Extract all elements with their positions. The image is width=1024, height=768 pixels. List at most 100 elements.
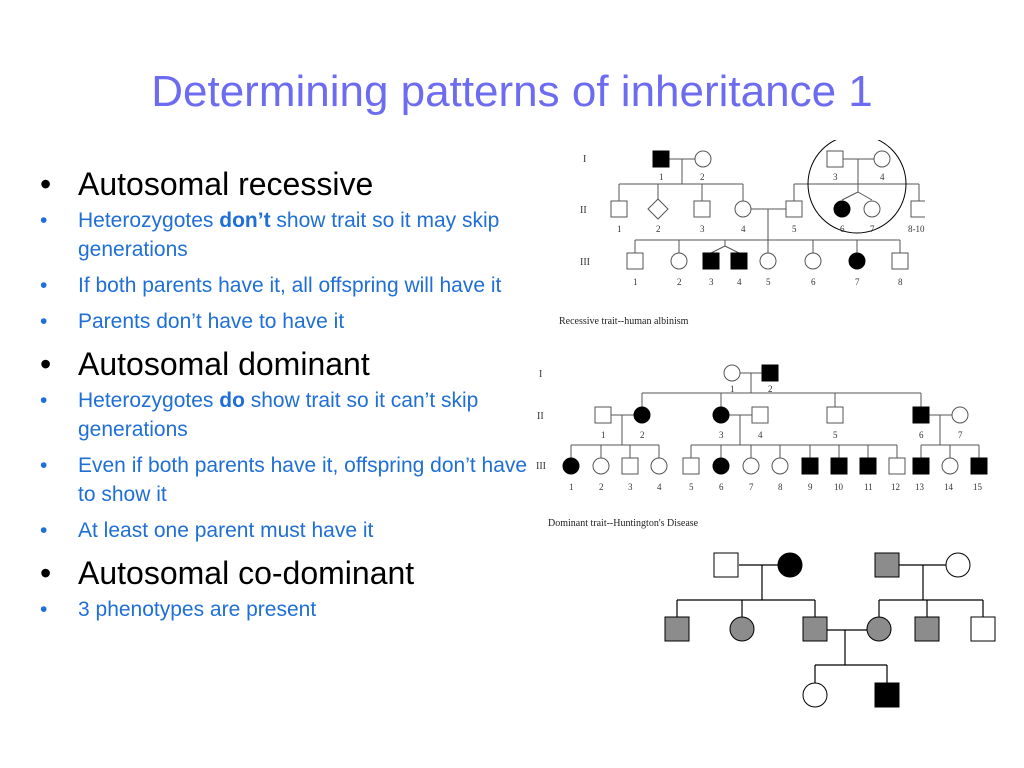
ped1-gen3-male-affected xyxy=(730,252,748,270)
ped2-gen3-female-affected xyxy=(562,457,580,475)
ped2-gen3-female-affected xyxy=(712,457,730,475)
ped1-gen-label-i: I xyxy=(583,154,586,165)
ped1-num: 2 xyxy=(656,224,661,234)
ped1-gen2-male xyxy=(910,200,925,218)
ped1-gen1-female xyxy=(694,150,712,168)
ped2-gen2-male xyxy=(826,406,844,424)
ped1-gen1-male-affected xyxy=(652,150,670,168)
codom-gen3-male-black xyxy=(874,682,900,708)
ped1-num: 6 xyxy=(811,277,816,287)
ped2-num: 11 xyxy=(864,482,873,492)
ped1-num: 7 xyxy=(855,277,860,287)
ped2-num: 8 xyxy=(778,482,783,492)
dominant-pedigree: I II III 1 2 1 2 3 4 5 6 7 1 2 3 4 5 6 7… xyxy=(536,364,988,492)
sub-bullet-dominant-1: Heterozygotes do show trait so it can’t … xyxy=(40,386,540,444)
ped1-num: 1 xyxy=(617,224,622,234)
ped1-num: 8-10 xyxy=(908,224,925,234)
ped2-gen3-male-affected xyxy=(912,457,930,475)
ped2-gen3-male xyxy=(621,457,639,475)
ped1-num: 1 xyxy=(633,277,638,287)
ped1-num: 3 xyxy=(833,172,838,182)
ped1-gen2-male xyxy=(785,200,803,218)
ped2-num: 2 xyxy=(640,430,645,440)
ped1-num: 2 xyxy=(677,277,682,287)
slide-title: Determining patterns of inheritance 1 xyxy=(151,67,873,116)
ped2-num: 5 xyxy=(833,430,838,440)
bullet-autosomal-codominant: Autosomal co-dominant xyxy=(40,555,540,591)
ped1-gen2-female xyxy=(734,200,752,218)
bullet-autosomal-dominant: Autosomal dominant xyxy=(40,346,540,382)
ped2-num: 6 xyxy=(719,482,724,492)
ped1-gen3-male xyxy=(891,252,909,270)
ped1-gen3-female xyxy=(804,252,822,270)
ped2-num: 1 xyxy=(601,430,606,440)
ped1-gen3-female xyxy=(670,252,688,270)
ped2-gen3-male-affected xyxy=(830,457,848,475)
ped2-gen2-female-affected xyxy=(712,406,730,424)
ped2-gen3-male-affected xyxy=(970,457,988,475)
ped2-gen2-female xyxy=(951,406,969,424)
ped2-num: 3 xyxy=(719,430,724,440)
codom-gen1-female xyxy=(945,552,971,578)
ped2-gen2-male xyxy=(751,406,769,424)
ped2-num: 1 xyxy=(730,384,735,394)
ped1-num: 3 xyxy=(700,224,705,234)
ped2-gen3-female xyxy=(941,457,959,475)
ped1-num: 4 xyxy=(741,224,746,234)
sub-bullet-recessive-3: Parents don’t have to have it xyxy=(40,307,540,336)
ped1-gen3-female xyxy=(759,252,777,270)
sub-bullet-codominant-1: 3 phenotypes are present xyxy=(40,595,540,624)
sub-bullet-dominant-3: At least one parent must have it xyxy=(40,516,540,545)
ped1-gen-label-ii: II xyxy=(580,205,587,216)
recessive-pedigree: I II III 1 2 3 4 1 2 3 4 5 6 7 8-10 1 2 … xyxy=(580,140,925,287)
ped1-gen2-female xyxy=(863,200,881,218)
dominant-pedigree-caption: Dominant trait--Huntington's Disease xyxy=(548,518,699,529)
ped1-num: 1 xyxy=(659,172,664,182)
ped2-num: 7 xyxy=(958,430,963,440)
codom-gen2-male-gray xyxy=(664,616,690,642)
sub-bullet-recessive-2: If both parents have it, all offspring w… xyxy=(40,271,540,300)
bullet-list: Autosomal recessive Heterozygotes don’t … xyxy=(40,160,540,631)
ped1-num: 7 xyxy=(870,224,875,234)
codom-gen2-male-gray xyxy=(914,616,940,642)
ped2-num: 12 xyxy=(891,482,900,492)
ped2-gen-label-ii: II xyxy=(537,411,544,422)
ped2-gen2-female-affected xyxy=(633,406,651,424)
ped1-gen2-unknown-sex xyxy=(647,198,669,220)
ped2-num: 14 xyxy=(944,482,954,492)
ped1-gen3-male-affected xyxy=(702,252,720,270)
ped1-gen2-male xyxy=(610,200,628,218)
ped2-num: 2 xyxy=(768,384,773,394)
codom-gen1-male xyxy=(713,552,739,578)
bullet-autosomal-recessive: Autosomal recessive xyxy=(40,166,540,202)
ped1-num: 4 xyxy=(737,277,742,287)
ped2-num: 9 xyxy=(808,482,813,492)
codom-gen3-female xyxy=(802,682,828,708)
ped1-gen3-male xyxy=(626,252,644,270)
ped2-gen3-female xyxy=(650,457,668,475)
ped1-num: 6 xyxy=(840,224,845,234)
ped2-num: 10 xyxy=(834,482,844,492)
ped2-num: 15 xyxy=(973,482,983,492)
ped2-num: 6 xyxy=(919,430,924,440)
highlight-circle xyxy=(807,140,907,234)
ped2-gen3-female xyxy=(771,457,789,475)
ped2-num: 2 xyxy=(599,482,604,492)
ped1-num: 2 xyxy=(700,172,705,182)
ped2-gen1-female xyxy=(723,364,741,382)
sub-bullet-recessive-1: Heterozygotes don’t show trait so it may… xyxy=(40,206,540,264)
ped2-gen3-female xyxy=(742,457,760,475)
codom-gen1-male-gray xyxy=(874,552,900,578)
codom-gen2-female-gray xyxy=(866,616,892,642)
codom-gen2-male-gray xyxy=(802,616,828,642)
ped2-gen3-male-affected xyxy=(859,457,877,475)
ped1-num: 8 xyxy=(898,277,903,287)
ped2-num: 1 xyxy=(569,482,574,492)
ped2-num: 4 xyxy=(758,430,763,440)
sub-bullet-dominant-2: Even if both parents have it, offspring … xyxy=(40,451,540,509)
ped2-num: 13 xyxy=(915,482,925,492)
ped1-gen1-female xyxy=(873,150,891,168)
ped2-gen3-male xyxy=(682,457,700,475)
ped1-num: 5 xyxy=(792,224,797,234)
ped2-gen1-male-affected xyxy=(761,364,779,382)
